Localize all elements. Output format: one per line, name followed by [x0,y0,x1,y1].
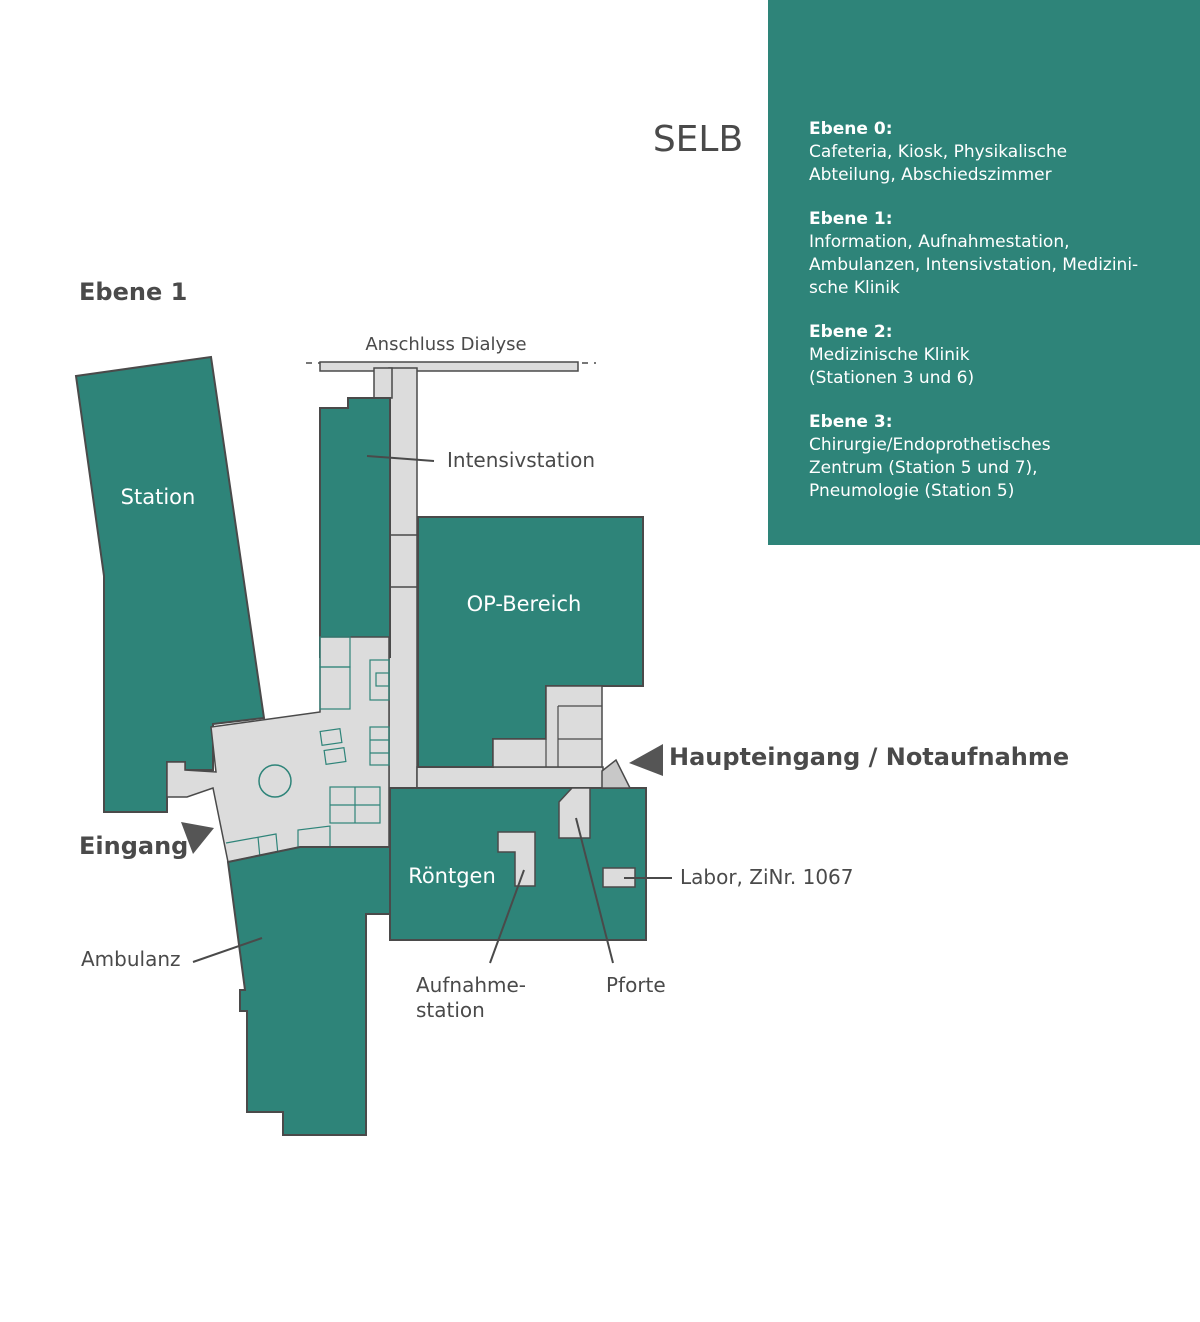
label-aufnahmestation-2: station [416,998,485,1022]
label-pforte: Pforte [606,973,666,997]
corridor-segment [389,534,418,588]
legend-heading: Ebene 3: [809,412,893,432]
intensivstation-area [319,397,391,658]
haupteingang-arrow-icon [629,744,663,776]
intensivstation-leader [366,455,435,462]
label-eingang: Eingang [79,832,188,860]
legend-text: Chirurgie/Endoprothetisches Zentrum (Sta… [809,435,1051,501]
label-intensivstation: Intensivstation [447,448,595,472]
corridor-stub [373,367,393,399]
horizontal-corridor [416,766,604,790]
central-hall-rotunda [258,764,292,798]
label-haupteingang: Haupteingang / Notaufnahme [669,743,1069,771]
legend-text: Medizinische Klinik (Stationen 3 und 6) [809,345,975,388]
legend-heading: Ebene 2: [809,322,893,342]
aufnahmestation-room [497,831,536,887]
label-aufnahmestation-1: Aufnahme- [416,973,526,997]
legend-text: Information, Aufnahmestation, Ambulanzen… [809,232,1139,298]
legend-item-ebene-1: Ebene 1: Information, Aufnahmestation, A… [809,208,1160,300]
haupteingang-vestibule [601,758,632,789]
label-roentgen: Röntgen [408,864,496,888]
pforte-room [558,787,591,839]
legend-text: Cafeteria, Kiosk, Physikalische Abteilun… [809,142,1068,185]
pforte-leader [575,817,614,964]
level-legend-panel: Ebene 0: Cafeteria, Kiosk, Physikalische… [768,0,1200,545]
op-bereich-area [417,516,644,768]
legend-item-ebene-2: Ebene 2: Medizinische Klinik (Stationen … [809,321,1160,390]
eingang-arrow-icon [181,822,214,854]
legend-item-ebene-0: Ebene 0: Cafeteria, Kiosk, Physikalische… [809,118,1160,187]
hall-room-lines [225,636,390,859]
label-labor: Labor, ZiNr. 1067 [680,865,854,889]
legend-heading: Ebene 0: [809,119,893,139]
legend-item-ebene-3: Ebene 3: Chirurgie/Endoprothetisches Zen… [809,411,1160,503]
label-op-bereich: OP-Bereich [467,592,582,616]
legend-heading: Ebene 1: [809,209,893,229]
aufnahmestation-leader [489,869,525,964]
ambulanz-area [226,846,391,1136]
label-station: Station [121,485,196,509]
dialysis-connector-bar [319,361,579,372]
ambulanz-leader [192,937,263,963]
label-anschluss-dialyse: Anschluss Dialyse [365,334,526,355]
level-heading: Ebene 1 [79,278,187,306]
page-title: SELB [653,119,743,160]
label-ambulanz: Ambulanz [81,947,181,971]
